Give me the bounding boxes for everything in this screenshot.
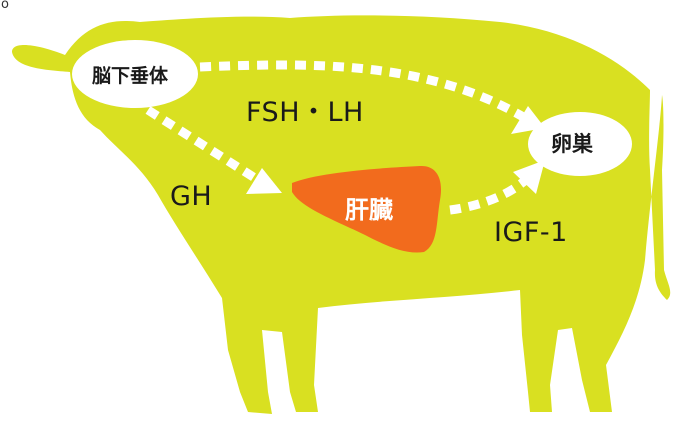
ovary-node <box>528 112 632 176</box>
liver-label: 肝臓 <box>345 196 393 224</box>
liver-shape <box>292 165 442 253</box>
gh-label: GH <box>170 181 213 212</box>
arrow-fsh-lh <box>199 60 545 134</box>
fsh-lh-label: FSH・LH <box>246 97 364 128</box>
corner-mark: o <box>1 0 9 12</box>
igf1-label: IGF-1 <box>494 217 568 248</box>
arrow-igf1 <box>449 160 545 215</box>
pituitary-label: 脳下垂体 <box>92 65 169 87</box>
arrow-gh <box>145 106 282 194</box>
pituitary-node <box>72 40 198 108</box>
ovary-label: 卵巣 <box>551 132 593 156</box>
